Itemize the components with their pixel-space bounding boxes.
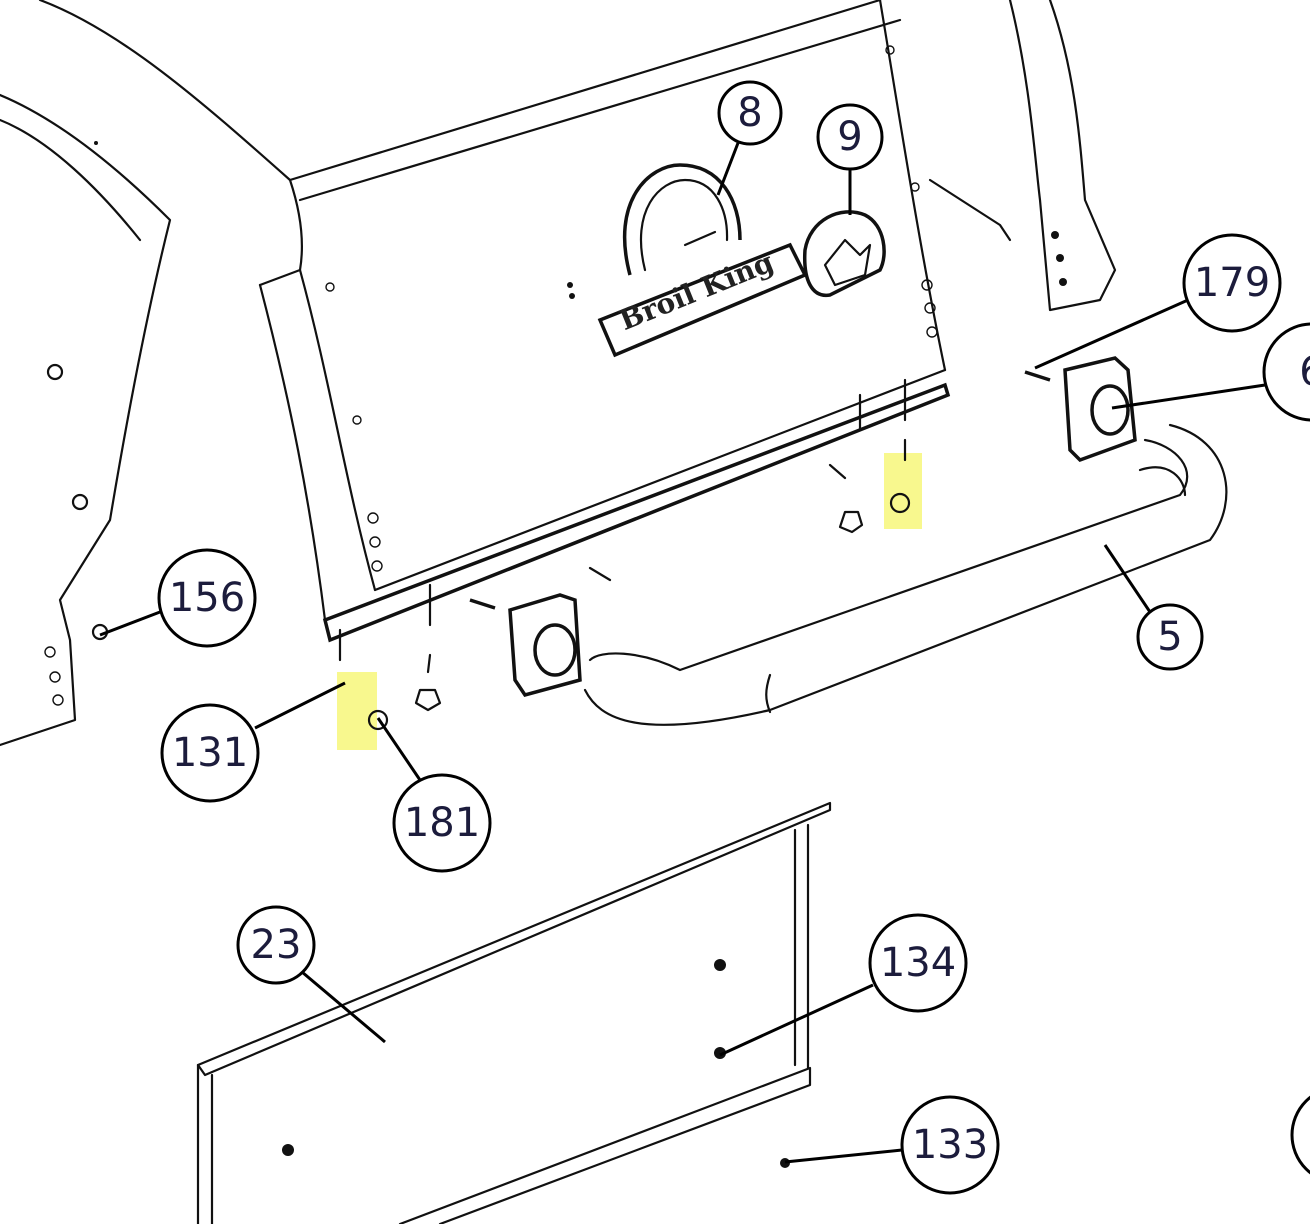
left-side-shroud (0, 0, 292, 747)
svg-text:133: 133 (912, 1122, 988, 1168)
svg-text:1: 1 (1307, 1112, 1310, 1158)
front-panel-23 (196, 801, 832, 1224)
callout-179: 179 (1034, 233, 1282, 370)
svg-text:131: 131 (172, 730, 248, 776)
callout-133: 133 (784, 1095, 1000, 1195)
svg-text:181: 181 (404, 800, 480, 846)
svg-text:9: 9 (837, 114, 862, 160)
handle-assembly (469, 356, 1228, 726)
fasteners (367, 438, 911, 731)
highlight-fastener-right (884, 453, 922, 529)
svg-text:23: 23 (251, 922, 302, 968)
callout-partial-right-edge: 1 (1290, 1095, 1310, 1175)
logo-text: Broil King (615, 245, 779, 337)
callout-181: 181 (376, 717, 492, 873)
svg-text:8: 8 (737, 90, 762, 136)
right-side-bracket (928, 0, 1117, 312)
callout-6: 6 (1111, 322, 1310, 422)
grill-lid-front-panel (94, 0, 951, 662)
svg-text:156: 156 (169, 575, 245, 621)
callout-156: 156 (99, 548, 257, 648)
svg-text:6: 6 (1299, 349, 1310, 395)
temperature-gauge-bezel (623, 163, 742, 276)
callout-5: 5 (1103, 544, 1204, 671)
broil-king-logo-plate: Broil King (597, 242, 808, 358)
callout-23: 23 (236, 905, 386, 1044)
callout-131: 131 (160, 681, 346, 803)
callout-9: 9 (816, 103, 884, 215)
callout-8: 8 (716, 80, 783, 196)
svg-text:179: 179 (1194, 260, 1270, 306)
svg-text:5: 5 (1157, 614, 1182, 660)
callout-134: 134 (719, 913, 968, 1057)
gauge-bezel-9 (802, 210, 886, 297)
svg-text:134: 134 (880, 940, 956, 986)
